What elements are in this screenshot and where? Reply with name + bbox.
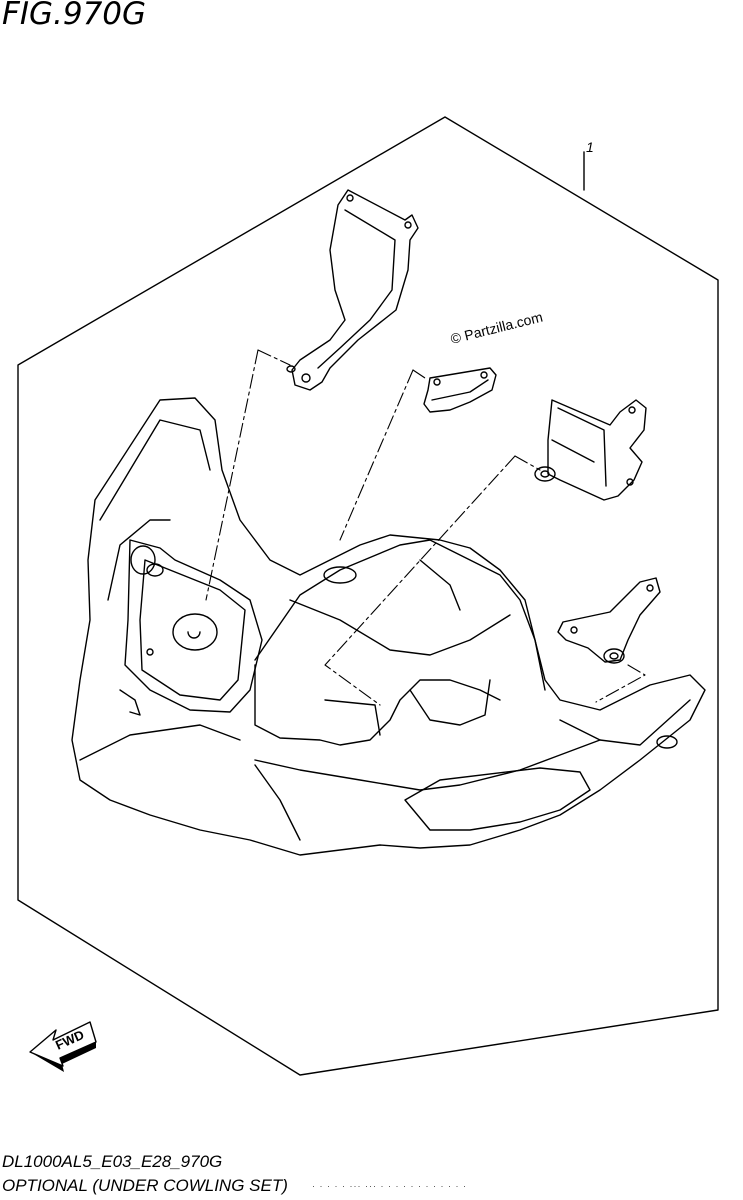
kit-outline	[17, 116, 719, 1076]
under-cowling	[71, 397, 706, 856]
assembly-line-c	[412, 369, 426, 379]
small-plate	[423, 367, 497, 413]
footer-small-print: · · · · · ··· ··· · · · · · · · · · · · …	[312, 1181, 467, 1191]
diagram-name: OPTIONAL (UNDER COWLING SET)	[2, 1176, 288, 1195]
assembly-lines	[205, 349, 646, 706]
watermark: © Partzilla.com	[449, 309, 544, 347]
assembly-line-d	[339, 369, 414, 541]
assembly-line-g	[595, 664, 646, 703]
bracket-right	[534, 399, 647, 501]
bracket-lower-right	[557, 577, 661, 664]
figure-title: FIG.970G	[2, 0, 147, 32]
diagram-code: DL1000AL5_E03_E28_970G	[2, 1152, 223, 1171]
assembly-line-a	[257, 349, 291, 366]
fwd-arrow-icon: FWD	[29, 1021, 97, 1072]
bracket-top	[286, 189, 419, 391]
assembly-line-e	[514, 455, 541, 471]
assembly-line-f	[324, 455, 516, 706]
callout-1-label: 1	[586, 139, 594, 155]
assembly-line-b	[205, 349, 259, 601]
